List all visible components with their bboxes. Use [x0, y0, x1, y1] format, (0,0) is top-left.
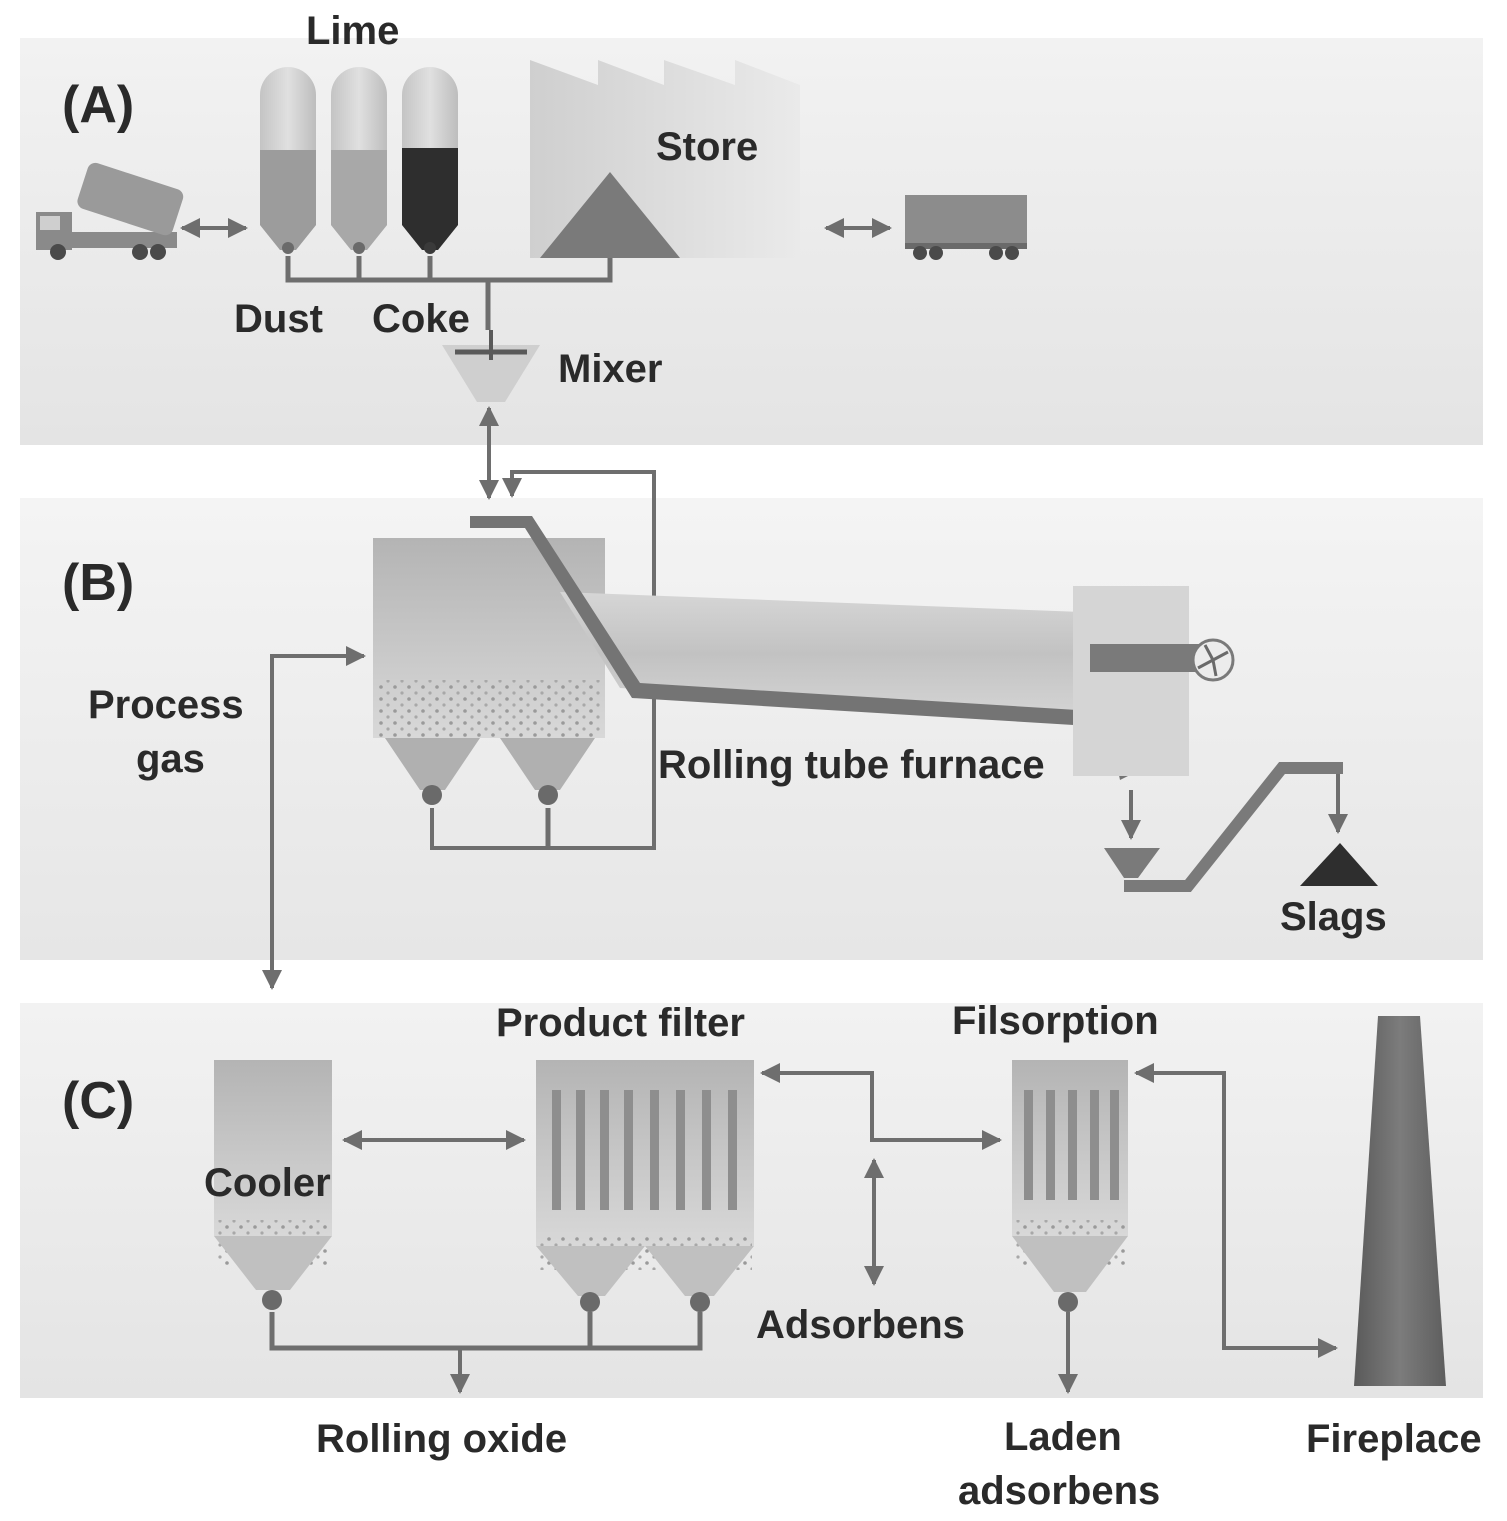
- filsorption-fireplace-arrow: [1134, 1063, 1338, 1358]
- slags-label: Slags: [1280, 895, 1387, 939]
- filter-filsorption-arrow: [760, 1063, 1002, 1150]
- oxide-collector-pipe: [269, 1312, 703, 1351]
- feed-pipe: [285, 256, 613, 330]
- section-a-label: (A): [62, 76, 134, 134]
- store-label: Store: [656, 125, 758, 169]
- product-filter-label: Product filter: [496, 1001, 745, 1045]
- rolling-tube-furnace: [470, 516, 1144, 780]
- rail-wagon-icon: [905, 195, 1027, 260]
- burner-housing: [1073, 586, 1235, 776]
- slag-conveyor: [1124, 762, 1343, 892]
- section-b-label: (B): [62, 554, 134, 612]
- dust-label: Dust: [234, 297, 323, 341]
- cooler-label: Cooler: [204, 1161, 331, 1205]
- section-b-band: [20, 498, 1483, 960]
- fireplace-label: Fireplace: [1306, 1417, 1482, 1461]
- coke-label: Coke: [372, 297, 470, 341]
- store-building: [530, 60, 800, 258]
- product-filter-unit: [536, 1060, 754, 1312]
- adsorbens-label: Adsorbens: [756, 1303, 965, 1347]
- process-gas-label-line1: Process: [88, 683, 244, 727]
- rolling-oxide-label: Rolling oxide: [316, 1417, 567, 1461]
- slag-heap: [1300, 843, 1378, 886]
- mixer-icon: [442, 330, 540, 402]
- dust-silo: [260, 67, 316, 254]
- laden-adsorbens-label-line1: Laden: [1004, 1415, 1122, 1459]
- cooler-unit: [214, 1060, 332, 1310]
- mixer-label: Mixer: [558, 347, 663, 391]
- slag-hopper: [1104, 848, 1160, 878]
- lime-label: Lime: [306, 9, 399, 53]
- coke-silo: [402, 67, 458, 254]
- rolling-tube-furnace-label: Rolling tube furnace: [658, 743, 1045, 787]
- truck-icon: [36, 162, 184, 260]
- fireplace-stack: [1354, 1016, 1446, 1386]
- process-gas-label-line2: gas: [136, 737, 205, 781]
- laden-adsorbens-label-line2: adsorbens: [958, 1469, 1160, 1513]
- section-c-label: (C): [62, 1072, 134, 1130]
- filsorption-unit: [1012, 1060, 1128, 1312]
- filsorption-label: Filsorption: [952, 999, 1159, 1043]
- lime-silo: [331, 67, 387, 254]
- process-gas-arrow: [262, 646, 366, 990]
